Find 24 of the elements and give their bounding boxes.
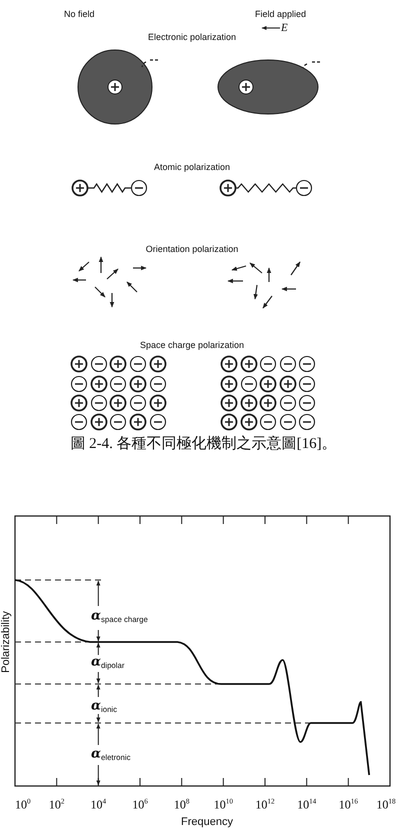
tick-label: 10$^{4}$ bbox=[90, 798, 106, 812]
tick-label: 10$^{14}$ bbox=[297, 798, 316, 812]
tick-label: 10$^{6}$ bbox=[132, 798, 148, 812]
polarizability-term: α$_{dipolar}$ bbox=[91, 655, 124, 671]
heading-label: Atomic polarization bbox=[154, 163, 230, 173]
tick-label: 10$^{8}$ bbox=[174, 798, 190, 812]
heading-label: Space charge polarization bbox=[140, 341, 244, 351]
tick-label: 10$^{2}$ bbox=[48, 798, 64, 812]
polarizability-term: α$_{space charge}$ bbox=[91, 609, 148, 625]
tick-label: 10$^{0}$ bbox=[15, 798, 31, 812]
axis-title: Frequency bbox=[181, 816, 233, 828]
polarizability-term: α$_{eletronic}$ bbox=[91, 747, 130, 763]
tick-label: 10$^{16}$ bbox=[338, 798, 358, 812]
figure-caption: 圖 2-4. 各種不同極化機制之示意圖[16]。 bbox=[69, 434, 338, 453]
axis-title: Polarizability bbox=[0, 611, 12, 673]
heading-label: No field bbox=[64, 10, 95, 20]
tick-label: 10$^{18}$ bbox=[376, 798, 396, 812]
heading-label: Electronic polarization bbox=[148, 33, 236, 43]
field-symbol: E bbox=[281, 22, 288, 34]
tick-label: 10$^{12}$ bbox=[255, 798, 275, 812]
polarizability-term: α$_{ionic}$ bbox=[91, 699, 118, 715]
tick-label: 10$^{10}$ bbox=[214, 798, 233, 812]
heading-label: Orientation polarization bbox=[146, 245, 238, 255]
heading-label: Field applied bbox=[255, 10, 306, 20]
